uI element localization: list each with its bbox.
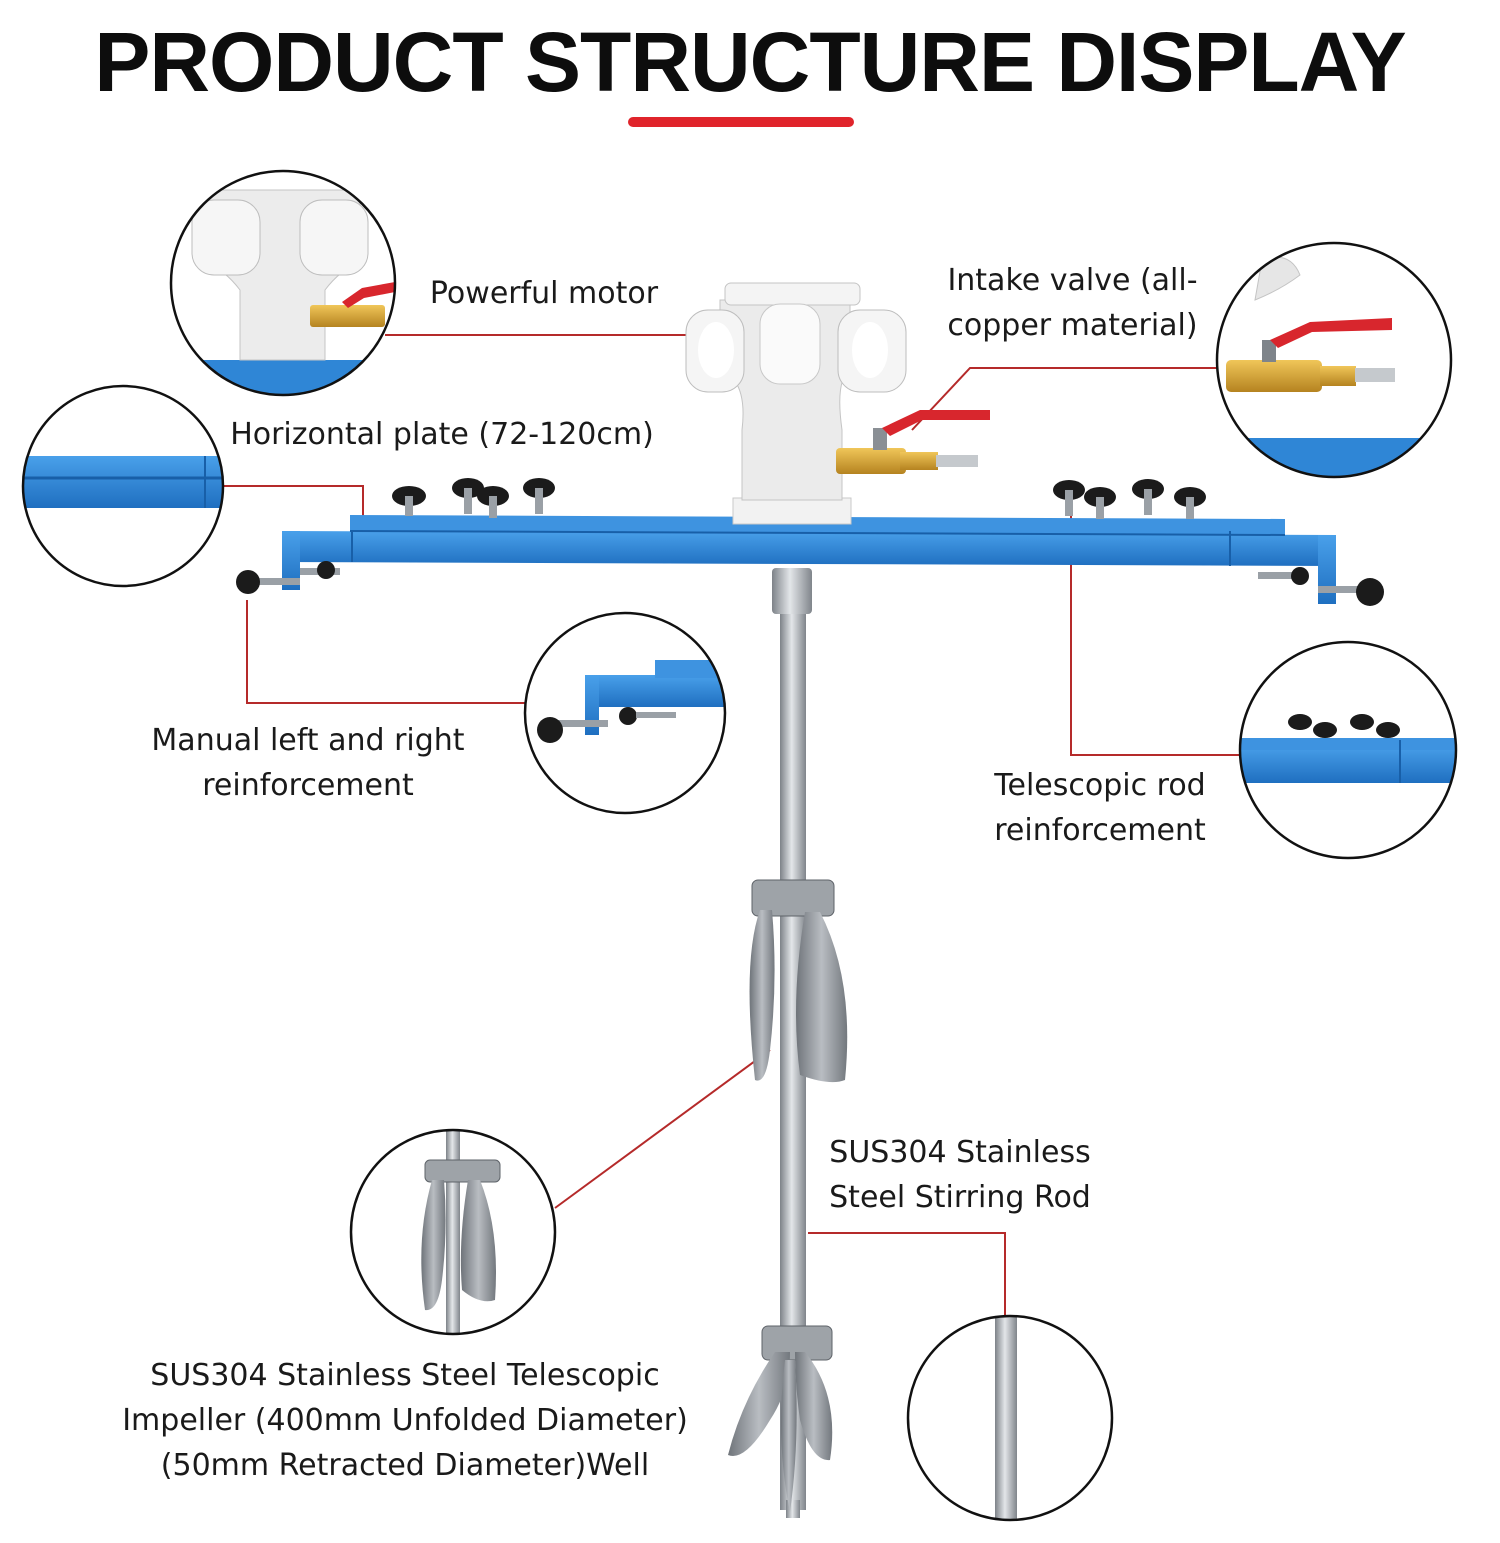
knob xyxy=(477,486,509,518)
detail-circle-impeller xyxy=(349,1128,557,1336)
knob xyxy=(523,478,555,514)
plate-knobs xyxy=(236,478,1384,606)
label-intake-valve: Intake valve (all- copper material) xyxy=(947,263,1198,343)
leader-line-manual xyxy=(246,600,525,704)
label-impeller: SUS304 Stainless Steel Telescopic Impell… xyxy=(122,1358,688,1483)
leader-line-rod xyxy=(808,1232,1006,1318)
detail-circle-motor xyxy=(169,169,397,397)
page-title: PRODUCT STRUCTURE DISPLAY xyxy=(94,15,1406,109)
leader-line-impeller xyxy=(554,1049,771,1209)
knob xyxy=(452,478,484,514)
label-manual-reinforcement: Manual left and right reinforcement xyxy=(151,723,465,803)
label-telescopic-reinforcement: Telescopic rod reinforcement xyxy=(994,768,1206,848)
intake-valve xyxy=(836,410,990,474)
impeller-upper xyxy=(749,879,848,1083)
detail-circle-manual xyxy=(523,611,727,815)
knob xyxy=(392,486,426,516)
leader-line-telescopic xyxy=(1070,500,1242,756)
leader-line-valve xyxy=(911,367,1218,431)
label-stirring-rod: SUS304 Stainless Steel Stirring Rod xyxy=(829,1135,1091,1215)
knob xyxy=(1084,487,1116,519)
detail-circle-rod xyxy=(906,1314,1114,1522)
knob xyxy=(1174,487,1206,519)
horizontal-plate xyxy=(282,515,1336,604)
detail-circle-telescopic xyxy=(1238,640,1458,860)
knob xyxy=(236,570,300,594)
detail-circle-valve xyxy=(1215,241,1453,479)
leader-lines xyxy=(223,334,1242,1318)
knob xyxy=(1258,567,1309,585)
label-motor: Powerful motor xyxy=(429,276,659,311)
impeller-lower xyxy=(728,1325,833,1512)
detail-circle-plate xyxy=(21,384,225,588)
title-underline xyxy=(628,117,854,127)
knob xyxy=(1132,479,1164,515)
knob xyxy=(300,561,340,579)
air-motor xyxy=(685,282,907,525)
knob xyxy=(1053,480,1085,516)
label-horizontal-plate: Horizontal plate (72-120cm) xyxy=(230,417,654,452)
shaft-coupler xyxy=(772,568,812,614)
knob xyxy=(1318,578,1384,606)
rod-tip xyxy=(786,1500,800,1518)
